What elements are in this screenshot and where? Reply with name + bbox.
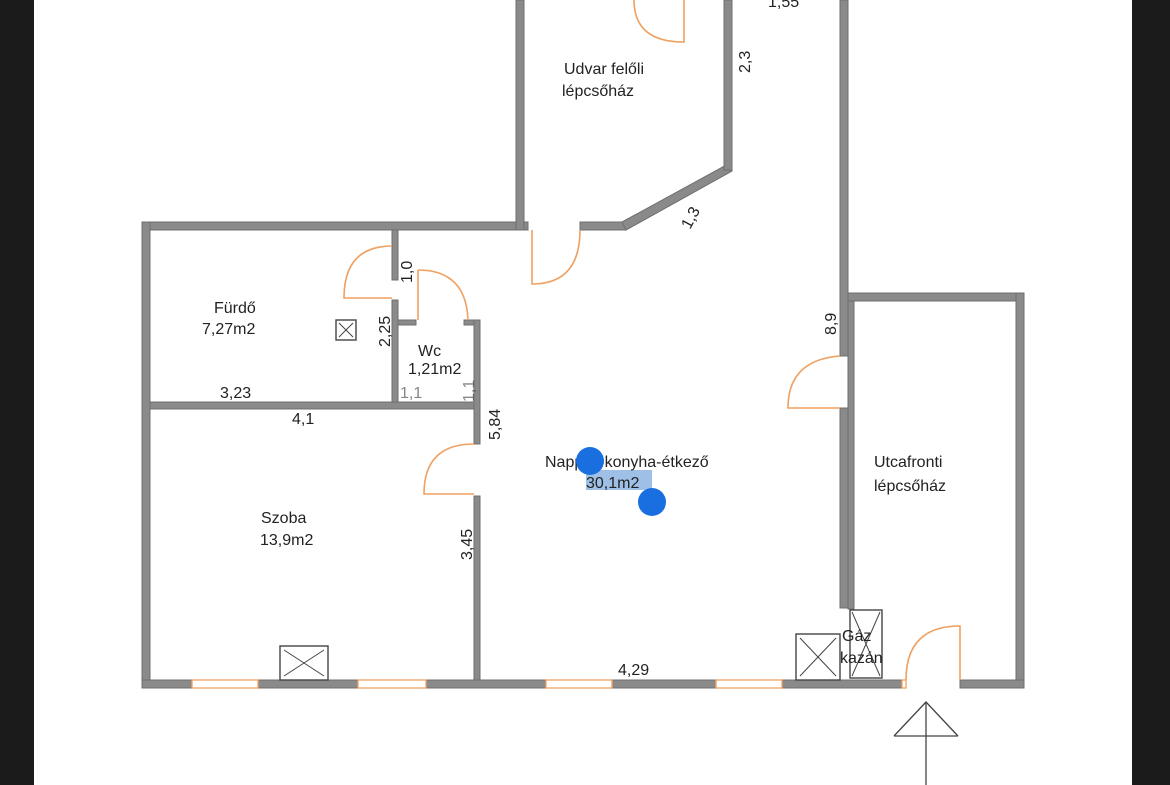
doors — [343, 0, 961, 681]
wall-bottom-4 — [611, 679, 717, 689]
door-entrance — [905, 625, 961, 681]
dim-1-1-horizontal: 1,1 — [400, 385, 422, 402]
utca-label-line1: Utcafronti — [874, 454, 942, 471]
floor-plan: Udvar felőli lépcsőház Fürdő 7,27m2 Wc 1… — [141, 0, 1025, 785]
door-bath — [343, 245, 393, 299]
window-5 — [901, 679, 907, 689]
wall-right-top — [839, 0, 849, 357]
wall-top-mid — [579, 221, 627, 231]
window-4 — [715, 679, 783, 689]
udvar-label-line2: lépcsőház — [562, 83, 634, 100]
nappali-area: 30,1m2 — [586, 475, 639, 492]
wall-utca-right — [1015, 292, 1025, 689]
wall-szoba-right — [473, 495, 481, 683]
walls — [141, 0, 1025, 689]
dimension-labels: 1,55 2,3 1,3 1,0 2,25 8,9 3,23 1,1 1,1 4… — [220, 0, 840, 679]
floor-plan-sheet: Udvar felőli lépcsőház Fürdő 7,27m2 Wc 1… — [34, 0, 1132, 785]
door-udvar-top — [633, 0, 685, 43]
wall-udvar-left — [515, 0, 525, 231]
door-utca — [787, 355, 841, 409]
wall-bottom-6 — [959, 679, 1025, 689]
door-wc — [417, 269, 469, 321]
selection-handle-start[interactable] — [576, 447, 604, 475]
wall-bottom-2 — [257, 679, 359, 689]
door-szoba — [423, 443, 475, 495]
wall-bath-szoba — [149, 401, 481, 410]
text-selection — [586, 470, 652, 490]
fixtures — [279, 319, 959, 785]
szoba-name: Szoba — [261, 510, 306, 527]
furdo-area: 7,27m2 — [202, 321, 255, 338]
dim-1-0: 1,0 — [399, 261, 416, 283]
dim-3-45: 3,45 — [459, 529, 476, 560]
wall-szoba-right-top — [473, 319, 481, 445]
dim-5-84: 5,84 — [487, 409, 504, 440]
wall-utca-top — [847, 292, 1025, 302]
window-1 — [191, 679, 259, 689]
szoba-area: 13,9m2 — [260, 532, 313, 549]
window-3 — [545, 679, 613, 689]
wall-bottom-5 — [781, 679, 903, 689]
door-stair — [531, 229, 581, 285]
wall-wc-top-left — [397, 319, 417, 326]
wall-bath-right-top — [391, 229, 399, 281]
furdo-name: Fürdő — [214, 300, 256, 317]
window-2 — [357, 679, 427, 689]
room-labels: Udvar felőli lépcsőház Fürdő 7,27m2 Wc 1… — [202, 61, 946, 667]
windows — [191, 679, 907, 689]
wc-name: Wc — [418, 343, 441, 360]
wall-left — [141, 221, 151, 689]
dim-4-29: 4,29 — [618, 662, 649, 679]
dim-1-55: 1,55 — [768, 0, 799, 11]
wall-udvar-right — [723, 0, 733, 171]
utca-label-line2: lépcsőház — [874, 478, 946, 495]
wall-bottom-3 — [425, 679, 547, 689]
wall-utca-left — [847, 300, 855, 610]
dim-4-1: 4,1 — [292, 411, 314, 428]
dim-3-23: 3,23 — [220, 385, 251, 402]
gaz-label-line1: Gáz — [842, 628, 871, 645]
wall-top-left — [141, 221, 529, 231]
dim-2-3: 2,3 — [737, 51, 754, 73]
gaz-label-line2: kazán — [840, 650, 883, 667]
udvar-label-line1: Udvar felőli — [564, 61, 644, 78]
wall-bath-right — [391, 299, 399, 403]
wall-diagonal — [621, 163, 733, 231]
dim-2-25: 2,25 — [377, 316, 394, 347]
wall-right-mid — [839, 407, 849, 609]
dim-1-1-vertical: 1,1 — [461, 380, 478, 402]
wall-bottom-1 — [141, 679, 193, 689]
selection-handle-end[interactable] — [638, 488, 666, 516]
wc-area: 1,21m2 — [408, 361, 461, 378]
nappali-name: Nappali-konyha-étkező — [545, 454, 709, 471]
dim-1-3: 1,3 — [679, 204, 704, 232]
dim-8-9: 8,9 — [823, 313, 840, 335]
